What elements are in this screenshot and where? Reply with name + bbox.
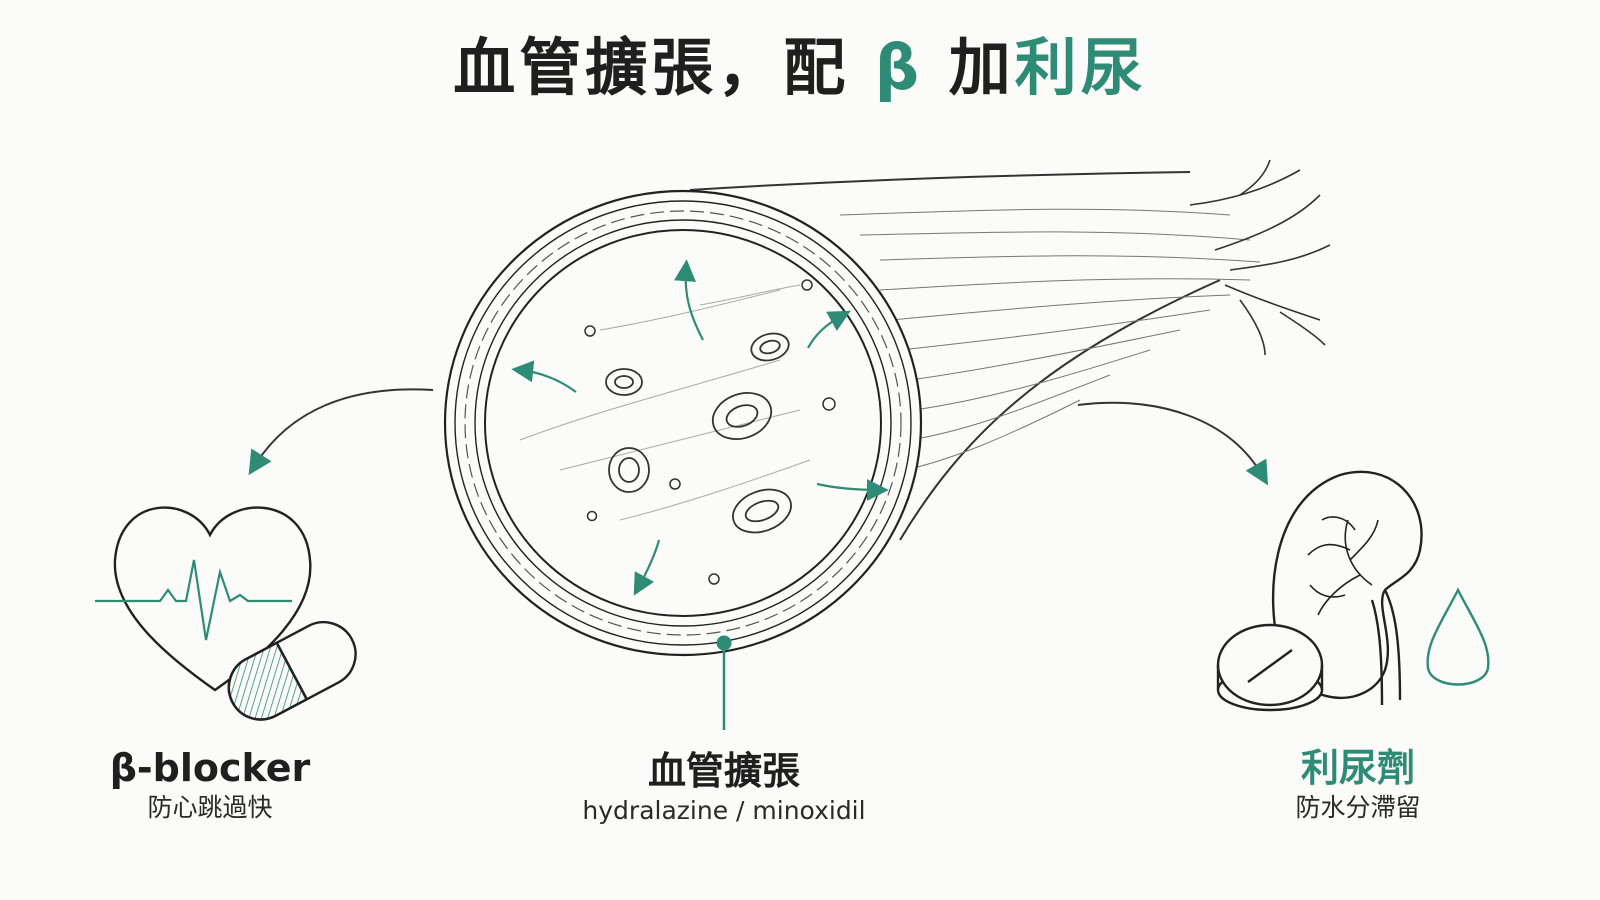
diuretic-name: 利尿劑 bbox=[1300, 746, 1415, 790]
title-diuretic: 利尿 bbox=[1014, 31, 1147, 104]
water-drop-icon bbox=[1426, 587, 1490, 686]
beta-blocker-label: β-blocker 防心跳過快 bbox=[60, 745, 360, 825]
title-part1: 血管擴張，配 bbox=[453, 31, 875, 104]
page-title: 血管擴張，配 β 加利尿 bbox=[0, 28, 1600, 108]
capsule-icon bbox=[227, 620, 357, 721]
ecg-line-icon bbox=[95, 559, 292, 641]
diuretic-desc: 防水分滯留 bbox=[1295, 793, 1421, 822]
diuretic-label: 利尿劑 防水分滯留 bbox=[1208, 745, 1508, 825]
title-part2: 加 bbox=[923, 31, 1015, 104]
beta-blocker-desc: 防心跳過快 bbox=[147, 793, 273, 822]
vasodilator-desc: hydralazine / minoxidil bbox=[582, 796, 866, 825]
beta-blocker-name: β-blocker bbox=[109, 746, 311, 790]
heart-icon bbox=[113, 506, 312, 692]
artery-cross-section bbox=[443, 189, 923, 657]
tablet-icon bbox=[1216, 623, 1324, 712]
arrow-to-diuretic bbox=[1077, 401, 1269, 486]
kidney-icon bbox=[1271, 470, 1423, 706]
center-pointer bbox=[716, 635, 732, 730]
artery-tail bbox=[689, 159, 1331, 541]
arrow-to-beta-blocker bbox=[248, 388, 434, 476]
vasodilator-label: 血管擴張 hydralazine / minoxidil bbox=[574, 748, 874, 828]
title-beta: β bbox=[874, 31, 924, 104]
vasodilator-name: 血管擴張 bbox=[647, 749, 800, 793]
